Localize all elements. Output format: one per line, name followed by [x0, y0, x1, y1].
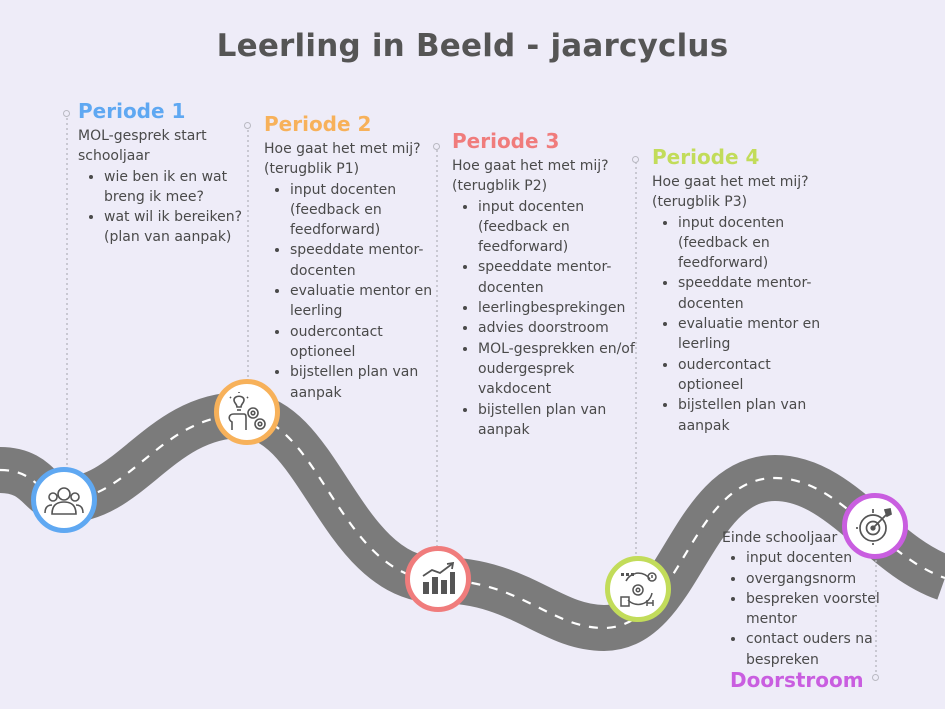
period-4-block: Periode 4 Hoe gaat het met mij? (terugbl…	[652, 144, 832, 436]
period-2-block: Periode 2 Hoe gaat het met mij? (terugbl…	[264, 111, 439, 403]
list-item: input docenten	[746, 548, 892, 568]
guide-dot	[872, 674, 879, 681]
period-1-list: wie ben ik en wat breng ik mee? wat wil …	[78, 167, 248, 248]
list-item: contact ouders na bespreken	[746, 629, 892, 670]
list-item: leerlingbesprekingen	[478, 298, 637, 318]
bar-chart-icon	[405, 546, 471, 612]
period-1-intro: MOL-gesprek start schooljaar	[78, 128, 207, 165]
list-item: bijstellen plan van aanpak	[478, 400, 637, 441]
period-2-title: Periode 2	[264, 112, 372, 136]
list-item: input docenten (feedback en feedforward)	[478, 197, 637, 258]
list-item: oudercontact optioneel	[678, 355, 832, 396]
period-3-block: Periode 3 Hoe gaat het met mij? (terugbl…	[452, 128, 637, 440]
period-2-list: input docenten (feedback en feedforward)…	[264, 180, 439, 403]
period-3-intro: Hoe gaat het met mij? (terugblik P2)	[452, 158, 609, 195]
list-item: input docenten (feedback en feedforward)	[678, 213, 832, 274]
period-1-block: Periode 1 MOL-gesprek start schooljaar w…	[78, 98, 248, 248]
list-item: bespreken voorstel mentor	[746, 589, 892, 630]
list-item: input docenten (feedback en feedforward)	[290, 180, 439, 241]
period-1-title: Periode 1	[78, 99, 186, 123]
doorstroom-title: Doorstroom	[730, 668, 864, 692]
period-3-list: input docenten (feedback en feedforward)…	[452, 197, 637, 441]
list-item: speeddate mentor-docenten	[478, 257, 637, 298]
idea-gears-icon	[214, 379, 280, 445]
period-4-title: Periode 4	[652, 145, 760, 169]
period-4-list: input docenten (feedback en feedforward)…	[652, 213, 832, 436]
list-item: wie ben ik en wat breng ik mee?	[104, 167, 248, 208]
list-item: MOL-gesprekken en/of oudergesprek vakdoc…	[478, 339, 637, 400]
list-item: bijstellen plan van aanpak	[678, 395, 832, 436]
period-3-title: Periode 3	[452, 129, 560, 153]
end-intro: Einde schooljaar	[722, 530, 838, 546]
list-item: evaluatie mentor en leerling	[678, 314, 832, 355]
guide-dot	[63, 110, 70, 117]
period-4-intro: Hoe gaat het met mij? (terugblik P3)	[652, 174, 809, 211]
list-item: advies doorstroom	[478, 318, 637, 338]
period-2-intro: Hoe gaat het met mij? (terugblik P1)	[264, 141, 421, 178]
end-block: Einde schooljaar input docenten overgang…	[722, 528, 892, 670]
guide-dot	[433, 143, 440, 150]
list-item: speeddate mentor-docenten	[290, 240, 439, 281]
target-icon	[842, 493, 908, 559]
page-title: Leerling in Beeld - jaarcyclus	[216, 28, 729, 64]
people-icon	[31, 467, 97, 533]
list-item: oudercontact optioneel	[290, 322, 439, 363]
process-icon	[605, 556, 671, 622]
end-list: input docenten overgangsnorm bespreken v…	[722, 548, 892, 670]
list-item: wat wil ik bereiken? (plan van aanpak)	[104, 207, 248, 248]
guide-dot	[244, 122, 251, 129]
list-item: speeddate mentor-docenten	[678, 273, 832, 314]
list-item: evaluatie mentor en leerling	[290, 281, 439, 322]
list-item: overgangsnorm	[746, 569, 892, 589]
guide-dot	[632, 156, 639, 163]
list-item: bijstellen plan van aanpak	[290, 362, 439, 403]
